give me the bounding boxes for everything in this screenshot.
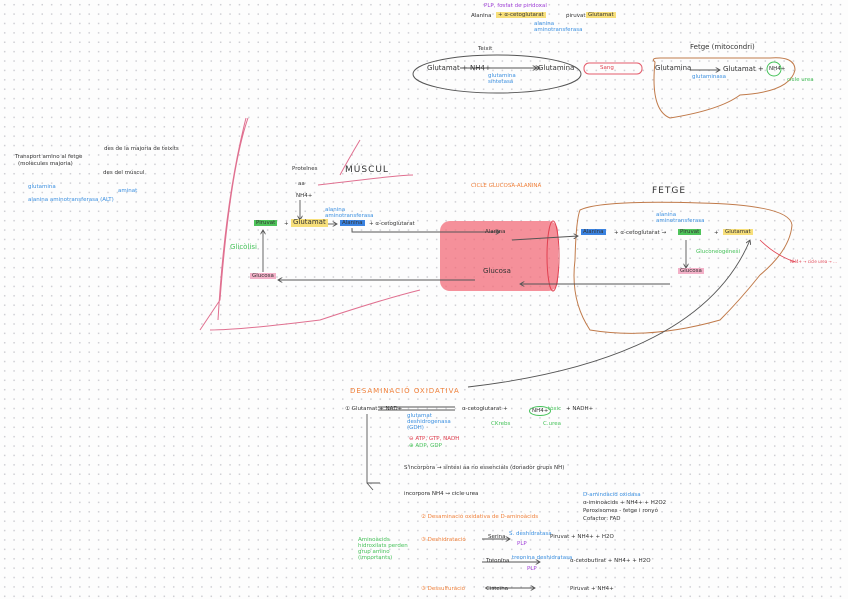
muscle-outline	[199, 117, 421, 331]
transport-from1: des de la majoria de teixits	[104, 146, 179, 152]
muscul-glutamat: Glutamat	[291, 218, 328, 227]
cycle-title: CICLE GLUCOSA-ALANINA	[471, 183, 542, 189]
muscul-title: MÚSCUL	[345, 165, 389, 175]
fetge-gluconeo: Gluconeogènesi	[696, 249, 741, 255]
mito-nh4: NH4+	[769, 66, 786, 72]
muscul-nh: NH4+	[296, 193, 313, 199]
mito-urea: cicle urea	[787, 77, 814, 83]
ckrebs-label: CKrebs	[491, 421, 511, 427]
transport-enzyme1: glutamina	[28, 184, 56, 190]
fetge-piruvat: Piruvat	[678, 229, 702, 236]
branch-urea: incorpora NH4 → cicle urea	[404, 491, 479, 497]
nh4-circle	[766, 61, 782, 77]
mito-glutamina: Glutamina	[655, 64, 692, 72]
gdh-inhibitors: ⊖ ATP, GTP, NADH	[409, 436, 460, 442]
muscul-proteins: Proteïnes	[292, 166, 318, 172]
treonina-plp: PLP	[527, 566, 537, 572]
desaminacio-title: DESAMINACIÓ OXIDATIVA	[350, 387, 460, 395]
fetge-urea: NH4+ → cicle urea → ...	[790, 259, 837, 264]
plp-cofactor: PLP, fosfat de piridoxal	[484, 3, 547, 9]
muscul-alanina: Alanina	[340, 220, 365, 227]
desaminacio-nh4: NH4+	[529, 406, 552, 417]
sang-tube	[583, 62, 643, 75]
d-aa-title: ② Desaminació oxidativa de D-aminoàcids	[421, 514, 539, 520]
muscul-piruvat: Piruvat	[254, 220, 278, 227]
gdh-activators: ⊕ ADP, GDP	[409, 443, 442, 449]
d-aa-l1: D-aminoàcid oxidasa	[583, 492, 641, 498]
transport-group: aminat	[118, 188, 138, 194]
muscul-plus: +	[284, 221, 289, 227]
transport-enzyme2: alanina aminotransferasa (ALT)	[28, 197, 114, 203]
desaminacio-akg: α-cetoglutarat +	[462, 406, 508, 412]
serina-plp: PLP	[517, 541, 527, 547]
muscul-glucosa: Glucosa	[250, 273, 276, 280]
d-aa-l2: α-iminoàcids + NH4+ + H2O2	[583, 500, 667, 506]
treonina-enzyme: treonina deshidratasa	[512, 555, 573, 561]
desaminacio-reactants: ① Glutamat + NAD+	[345, 406, 403, 412]
cycle-alanina: Alanina	[485, 229, 506, 235]
top-piruvat: piruvat +	[566, 13, 592, 19]
fetge-plus: +	[714, 230, 719, 236]
fetge-akg: + α-cetoglutarat →	[614, 230, 667, 236]
top-alanina: Alanina	[471, 13, 492, 19]
muscul-aa: aa	[298, 181, 305, 187]
teixit-enzyme: glutamina sintetasa	[488, 73, 516, 86]
top-enzyme: alanina aminotransferasa	[534, 21, 583, 34]
top-glutamat: Glutamat	[586, 12, 616, 19]
branch-synthesis: S'incorpora → síntesi aa no essencials (…	[404, 465, 565, 471]
fetge-mito-outline	[652, 57, 796, 119]
treonina-products: α-cetobutirat + NH4+ + H2O	[570, 558, 651, 564]
cisteina: Cisteïna	[486, 586, 509, 592]
muscul-enzyme: alanina aminotransferasa	[325, 207, 374, 220]
fetge-glucosa: Glucosa	[678, 268, 704, 275]
muscul-akg: + α-cetoglutarat	[369, 221, 415, 227]
mito-enzyme: glutaminasa	[692, 74, 727, 80]
fetge-alanina: Alanina	[581, 229, 606, 236]
nadh-label: + NADH+	[566, 406, 594, 412]
deshidratacio-note: Aminoàcids hidroxilats perden grup amino…	[358, 537, 408, 562]
d-aa-l3: Peroxisomes - fetge i ronyó	[583, 508, 658, 514]
fetge-mito-title: Fetge (mitocondri)	[690, 43, 755, 51]
treonina: Treonina	[486, 558, 510, 564]
teixit-ellipse	[412, 54, 582, 94]
fetge-glutamat: Glutamat	[723, 229, 753, 236]
transport-title: Transport amino al fetge	[15, 154, 83, 160]
dessulfuracio-title: ③ Dessulfuració	[421, 586, 466, 592]
toxic-label: tòxic	[548, 406, 562, 412]
mito-glutamat: Glutamat +	[723, 65, 764, 73]
transport-subtitle: (molècules majoria)	[18, 161, 73, 167]
fetge-title: FETGE	[652, 186, 687, 196]
teixit-title: Teixit	[478, 46, 493, 52]
top-akg: + α-cetoglutarat	[496, 12, 546, 19]
d-aa-l4: Cofactor: FAD	[583, 516, 621, 522]
serina: Serina	[488, 534, 506, 540]
muscul-glicolisi: Glicòlisi	[230, 243, 257, 251]
cycle-glucosa: Glucosa	[483, 267, 511, 275]
sang-label: Sang	[600, 65, 614, 71]
teixit-reactants: Glutamat + NH4+	[427, 64, 491, 72]
teixit-product: Glutamina	[538, 64, 575, 72]
transport-from2: des del múscul	[103, 170, 145, 176]
serina-enzyme: S. deshidratasa	[509, 531, 552, 537]
fetge-enzyme: alanina aminotransferasa	[656, 212, 705, 225]
fetge-outline	[573, 201, 793, 334]
curea-label: C.urea	[543, 421, 561, 427]
cisteina-products: Piruvat + NH4+	[570, 586, 614, 592]
blood-cylinder	[440, 221, 558, 291]
gdh-enzyme: glutamat deshidrogenasa (GDH)	[407, 413, 451, 432]
serina-products: Piruvat + NH4+ + H2O	[550, 534, 614, 540]
deshidratacio-title: ③ Deshidratació	[421, 537, 466, 543]
